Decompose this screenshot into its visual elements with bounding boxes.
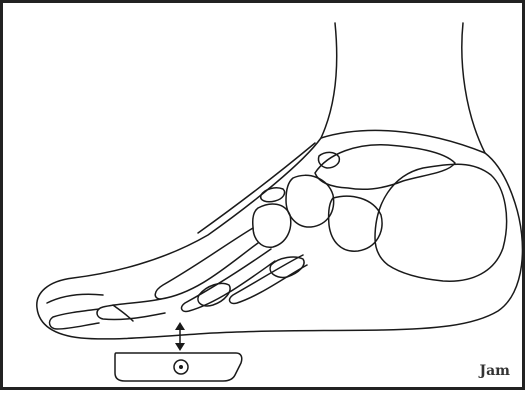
- heel-bone: [375, 164, 507, 281]
- leg-front-outline: [321, 23, 337, 138]
- cuneiform-bone: [253, 204, 291, 247]
- cuneiform-accent: [318, 152, 339, 168]
- dorsal-tendon-line: [198, 143, 315, 233]
- navicular-bone: [286, 175, 334, 227]
- gap-arrow-head-up: [175, 322, 185, 330]
- foot-sensor-illustration: [3, 3, 525, 393]
- gap-arrow-head-down: [175, 343, 185, 351]
- ankle-crease: [321, 130, 485, 153]
- sesamoid-right: [270, 257, 304, 277]
- phalanx-proximal: [97, 299, 165, 320]
- sesamoid-bone-upper: [261, 188, 285, 202]
- leg-back-outline: [462, 23, 485, 153]
- artist-signature: Jam: [479, 363, 510, 379]
- sensor-platform: [115, 353, 242, 381]
- metatarsal-2: [182, 249, 275, 311]
- toe-tip-line: [47, 294, 103, 303]
- sensor-target-center: [179, 365, 183, 369]
- metatarsal-3: [230, 255, 307, 303]
- cuboid-bone: [329, 196, 382, 251]
- phalanx-distal: [50, 309, 99, 329]
